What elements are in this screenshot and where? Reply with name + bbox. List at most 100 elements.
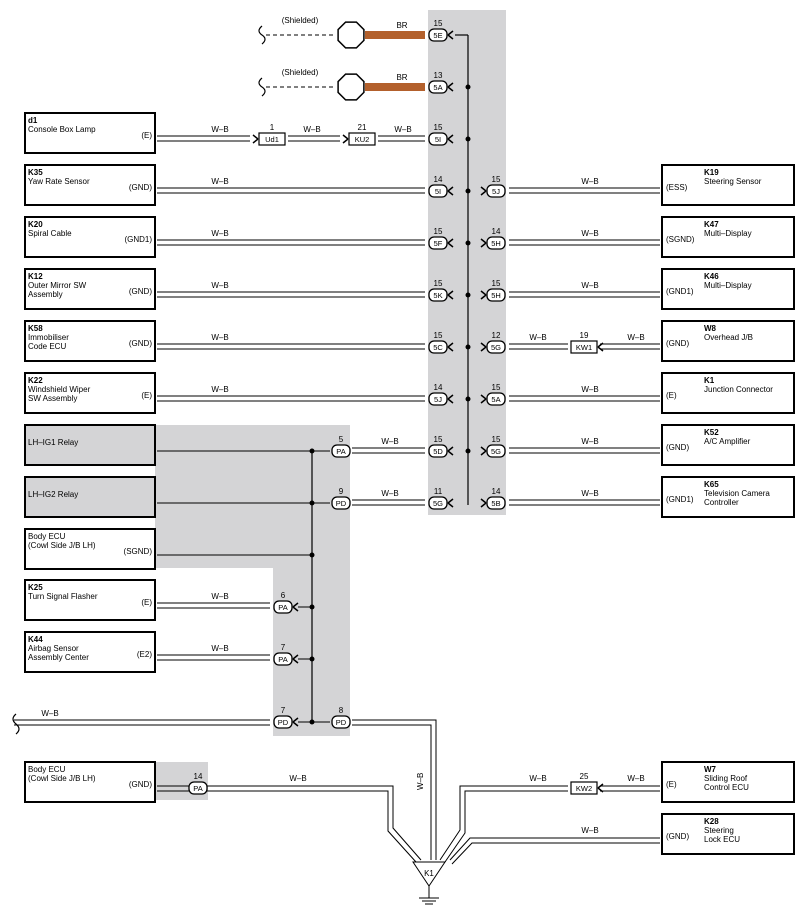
pin-number: 5 [339,435,344,444]
connector: PD8 [331,706,351,729]
break-mark [258,77,266,97]
arrow-icon [480,342,487,352]
wire-color-label: W–B [211,229,228,238]
pin-number: 15 [434,435,443,444]
wire-color-label: W–B [211,125,228,134]
component-name: Overhead J/B [704,333,753,342]
connector-code: 5J [492,187,500,196]
arrow-icon [447,134,454,144]
component-name: Sliding Roof [704,774,748,783]
terminal-label: (GND) [129,339,152,348]
component-code: d1 [28,116,38,125]
inline-connector-body [570,781,598,795]
connector-code: 5H [491,239,501,248]
arrow-icon [480,446,487,456]
component-frame [661,424,795,466]
wire-color-label: W–B [581,437,598,446]
terminal-label: (E2) [137,650,152,659]
ground-label: K1 [424,869,434,878]
component-code: K25 [28,583,43,592]
component-frame [661,813,795,855]
arrow-icon [342,134,349,144]
component-name: (Cowl Side J/B LH) [28,774,96,783]
connector-body [428,288,448,302]
inline-connector-body [348,132,376,146]
component-name: Assembly [28,290,63,299]
inline-connector-code: KW1 [576,343,592,352]
connector-code: 5C [433,343,443,352]
connector-code: 5G [491,447,501,456]
arrow-icon [480,238,487,248]
connector-body [486,392,506,406]
component-box: Body ECU(Cowl Side J/B LH)(GND) [24,761,156,803]
inline-connector-code: Ud1 [265,135,279,144]
connector-code: 5E [433,31,442,40]
component-code: K28 [704,817,719,826]
wire-color-label: W–B [581,826,598,835]
component-frame [24,372,156,414]
wire-color-label: W–B [211,644,228,653]
inline-connector-code: KW2 [576,784,592,793]
terminal-label: (GND) [129,287,152,296]
component-frame [24,579,156,621]
arrow-icon [480,186,487,196]
arrow-icon [447,394,454,404]
pin-number: 1 [270,123,275,132]
terminal-label: (E) [141,598,152,607]
component-name: Spiral Cable [28,229,72,238]
component-code: K22 [28,376,43,385]
arrow-icon [292,654,299,664]
arrow-icon [597,783,604,793]
connector-body [428,444,448,458]
connector-body [428,80,448,94]
connector-code: 5D [433,447,443,456]
connector-code: 5H [491,291,501,300]
component-frame [661,476,795,518]
connector-code: 5B [491,499,500,508]
connector: PA6 [273,591,299,614]
connector-code: 5A [433,83,442,92]
component-code: K65 [704,480,719,489]
component-code: K1 [704,376,715,385]
pin-number: 14 [194,772,203,781]
component-name: Control ECU [704,783,749,792]
component-name: Turn Signal Flasher [28,592,98,601]
wire-color-label: W–B [394,125,411,134]
pin-number: 15 [434,331,443,340]
pin-number: 11 [434,487,443,496]
pin-number: 15 [434,123,443,132]
arrow-icon [447,498,454,508]
connector-body [428,184,448,198]
shield-octagon [337,21,365,49]
wires [14,135,660,865]
terminal-label: (ESS) [666,183,688,192]
connector-code: PA [278,603,287,612]
component-code: W8 [704,324,717,333]
shield-color-label: BR [396,73,407,82]
ground-symbol: K1 [412,861,446,905]
connector-code: 5I [435,187,441,196]
component-name: Outer Mirror SW [28,281,87,290]
component-name: Immobiliser [28,333,69,342]
pin-number: 14 [492,227,501,236]
arrow-icon [480,290,487,300]
component-frame [24,268,156,310]
terminal-label: (SGND) [124,547,153,556]
shield-wire [365,31,425,39]
component-frame [24,631,156,673]
